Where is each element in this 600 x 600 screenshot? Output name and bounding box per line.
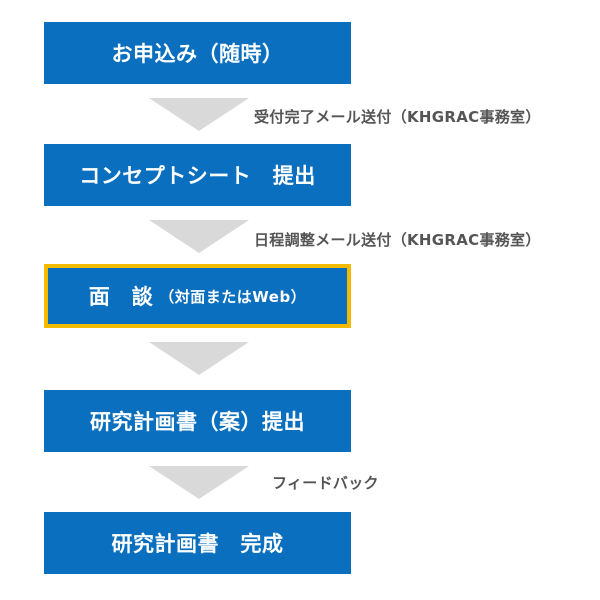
note-feedback: フィードバック bbox=[272, 474, 379, 492]
down-arrow-2 bbox=[149, 220, 249, 253]
step-concept-sheet: コンセプトシート 提出 bbox=[44, 144, 351, 206]
down-arrow-4 bbox=[149, 466, 249, 499]
step-plan-complete: 研究計画書 完成 bbox=[44, 512, 351, 574]
step-interview: 面 談 （対面またはWeb） bbox=[44, 264, 351, 328]
down-arrow-3 bbox=[149, 342, 249, 375]
step-application: お申込み（随時） bbox=[44, 22, 351, 84]
note-schedule-email: 日程調整メール送付（KHGRAC事務室） bbox=[254, 231, 541, 249]
step-interview-sub: （対面またはWeb） bbox=[159, 287, 307, 306]
step-draft-plan: 研究計画書（案）提出 bbox=[44, 390, 351, 452]
step-draft-plan-label: 研究計画書（案）提出 bbox=[90, 410, 305, 434]
step-plan-complete-label: 研究計画書 完成 bbox=[111, 532, 284, 556]
step-application-label: お申込み（随時） bbox=[111, 42, 284, 66]
down-arrow-1 bbox=[149, 98, 249, 131]
step-interview-label: 面 談 bbox=[88, 285, 154, 309]
note-receipt-email: 受付完了メール送付（KHGRAC事務室） bbox=[254, 108, 541, 126]
step-concept-sheet-label: コンセプトシート 提出 bbox=[79, 164, 316, 188]
